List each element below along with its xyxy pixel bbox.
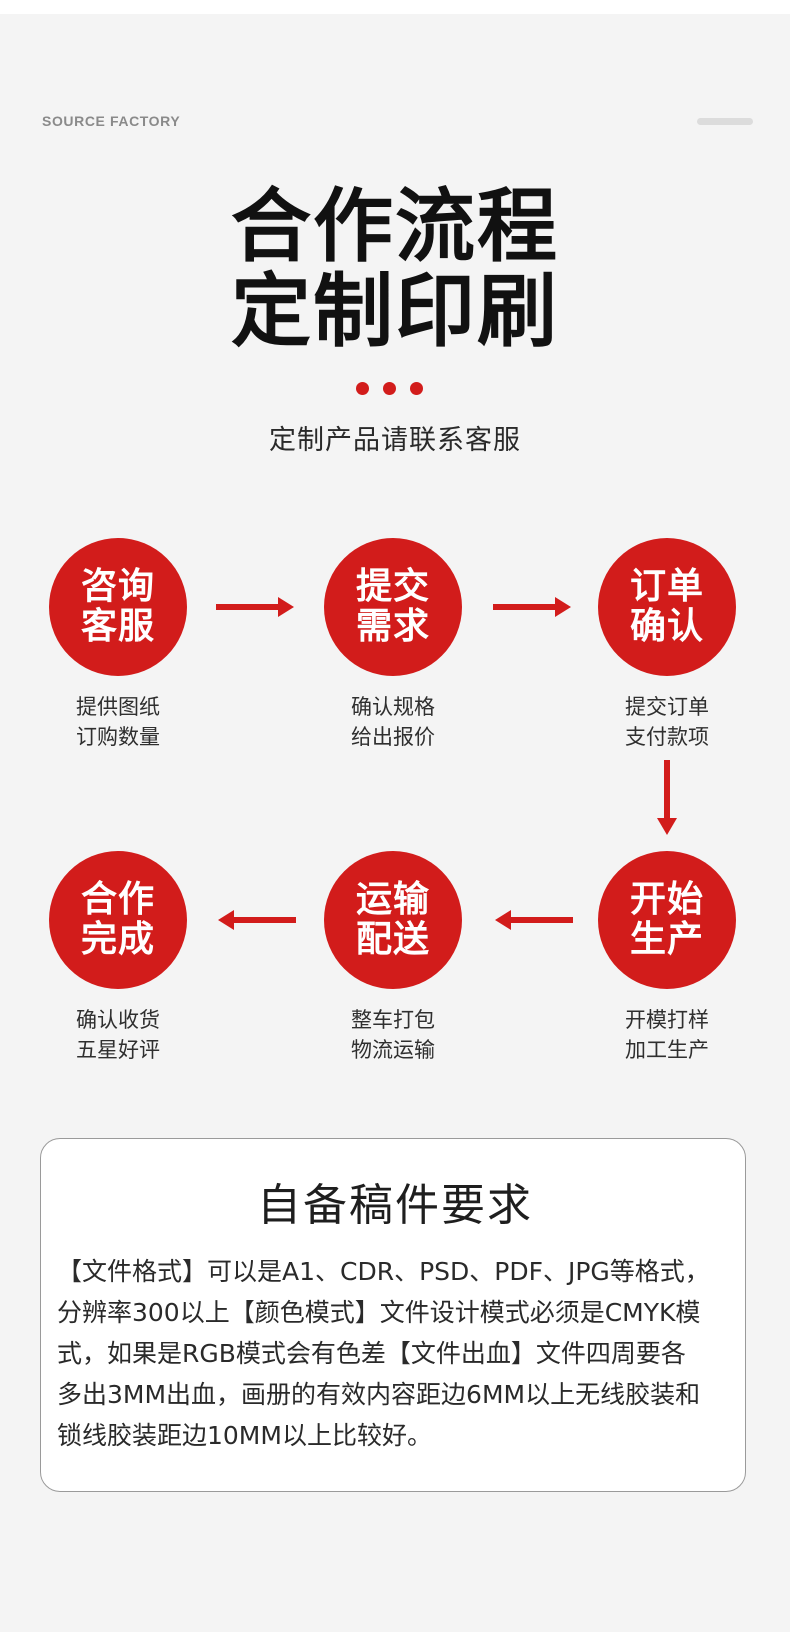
step-circle-consult: 咨询 客服 bbox=[49, 538, 187, 676]
step-circle-confirm: 订单 确认 bbox=[598, 538, 736, 676]
step-circle-text: 客服 bbox=[80, 606, 155, 647]
dot bbox=[383, 382, 396, 395]
step-desc-line: 订购数量 bbox=[76, 725, 160, 749]
step-desc-line: 支付款项 bbox=[625, 725, 709, 749]
step-desc-line: 开模打样 bbox=[625, 1008, 709, 1032]
requirements-text-line: 锁线胶装距边10MM以上比较好。 bbox=[57, 1421, 432, 1450]
step-desc: 开模打样 加工生产 bbox=[572, 1005, 762, 1065]
decorative-bar bbox=[697, 118, 753, 125]
step-desc-line: 提供图纸 bbox=[76, 695, 160, 719]
arrow-left-icon bbox=[218, 910, 296, 930]
step-circle-text: 运输 bbox=[355, 879, 430, 920]
step-desc-line: 物流运输 bbox=[351, 1038, 435, 1062]
requirements-text-line: 分辨率300以上【颜色模式】文件设计模式必须是CMYK模 bbox=[57, 1298, 701, 1327]
dots-divider bbox=[356, 382, 436, 396]
step-circle-text: 咨询 bbox=[80, 566, 155, 607]
requirements-text-line: 式，如果是RGB模式会有色差【文件出血】文件四周要各 bbox=[57, 1339, 686, 1368]
step-desc: 提交订单 支付款项 bbox=[572, 692, 762, 752]
step-circle-text: 配送 bbox=[355, 919, 430, 960]
arrow-right-icon bbox=[493, 597, 571, 617]
step-desc-line: 给出报价 bbox=[351, 725, 435, 749]
step-desc: 确认规格 给出报价 bbox=[298, 692, 488, 752]
step-desc: 确认收货 五星好评 bbox=[23, 1005, 213, 1065]
step-desc-line: 五星好评 bbox=[76, 1038, 160, 1062]
page-title-line1: 合作流程 bbox=[231, 180, 559, 273]
dot bbox=[356, 382, 369, 395]
step-circle-text: 需求 bbox=[355, 606, 430, 647]
step-desc-line: 确认收货 bbox=[76, 1008, 160, 1032]
step-desc-line: 提交订单 bbox=[625, 695, 709, 719]
requirements-text-line: 多出3MM出血，画册的有效内容距边6MM以上无线胶装和 bbox=[57, 1380, 701, 1409]
step-circle-text: 提交 bbox=[355, 566, 430, 607]
step-circle-text: 完成 bbox=[80, 919, 155, 960]
step-desc-line: 确认规格 bbox=[351, 695, 435, 719]
page-title-line2: 定制印刷 bbox=[231, 265, 559, 358]
arrow-right-icon bbox=[216, 597, 294, 617]
step-circle-text: 确认 bbox=[629, 606, 704, 647]
source-factory-label: SOURCE FACTORY bbox=[42, 113, 181, 129]
requirements-text-line: 【文件格式】可以是A1、CDR、PSD、PDF、JPG等格式， bbox=[57, 1257, 710, 1286]
step-circle-shipping: 运输 配送 bbox=[324, 851, 462, 989]
step-circle-submit: 提交 需求 bbox=[324, 538, 462, 676]
requirements-card bbox=[40, 1138, 746, 1492]
top-strip bbox=[0, 0, 790, 14]
step-circle-production: 开始 生产 bbox=[598, 851, 736, 989]
contact-subtitle: 定制产品请联系客服 bbox=[269, 425, 521, 456]
arrow-left-icon bbox=[495, 910, 573, 930]
requirements-title: 自备稿件要求 bbox=[257, 1180, 533, 1231]
step-desc: 整车打包 物流运输 bbox=[298, 1005, 488, 1065]
dot bbox=[410, 382, 423, 395]
arrow-down-icon bbox=[657, 760, 677, 835]
step-circle-text: 生产 bbox=[629, 919, 704, 960]
step-circle-text: 合作 bbox=[80, 879, 155, 920]
step-desc: 提供图纸 订购数量 bbox=[23, 692, 213, 752]
step-circle-complete: 合作 完成 bbox=[49, 851, 187, 989]
step-desc-line: 加工生产 bbox=[625, 1038, 709, 1062]
step-circle-text: 订单 bbox=[629, 566, 704, 607]
step-circle-text: 开始 bbox=[629, 879, 704, 920]
step-desc-line: 整车打包 bbox=[351, 1008, 435, 1032]
